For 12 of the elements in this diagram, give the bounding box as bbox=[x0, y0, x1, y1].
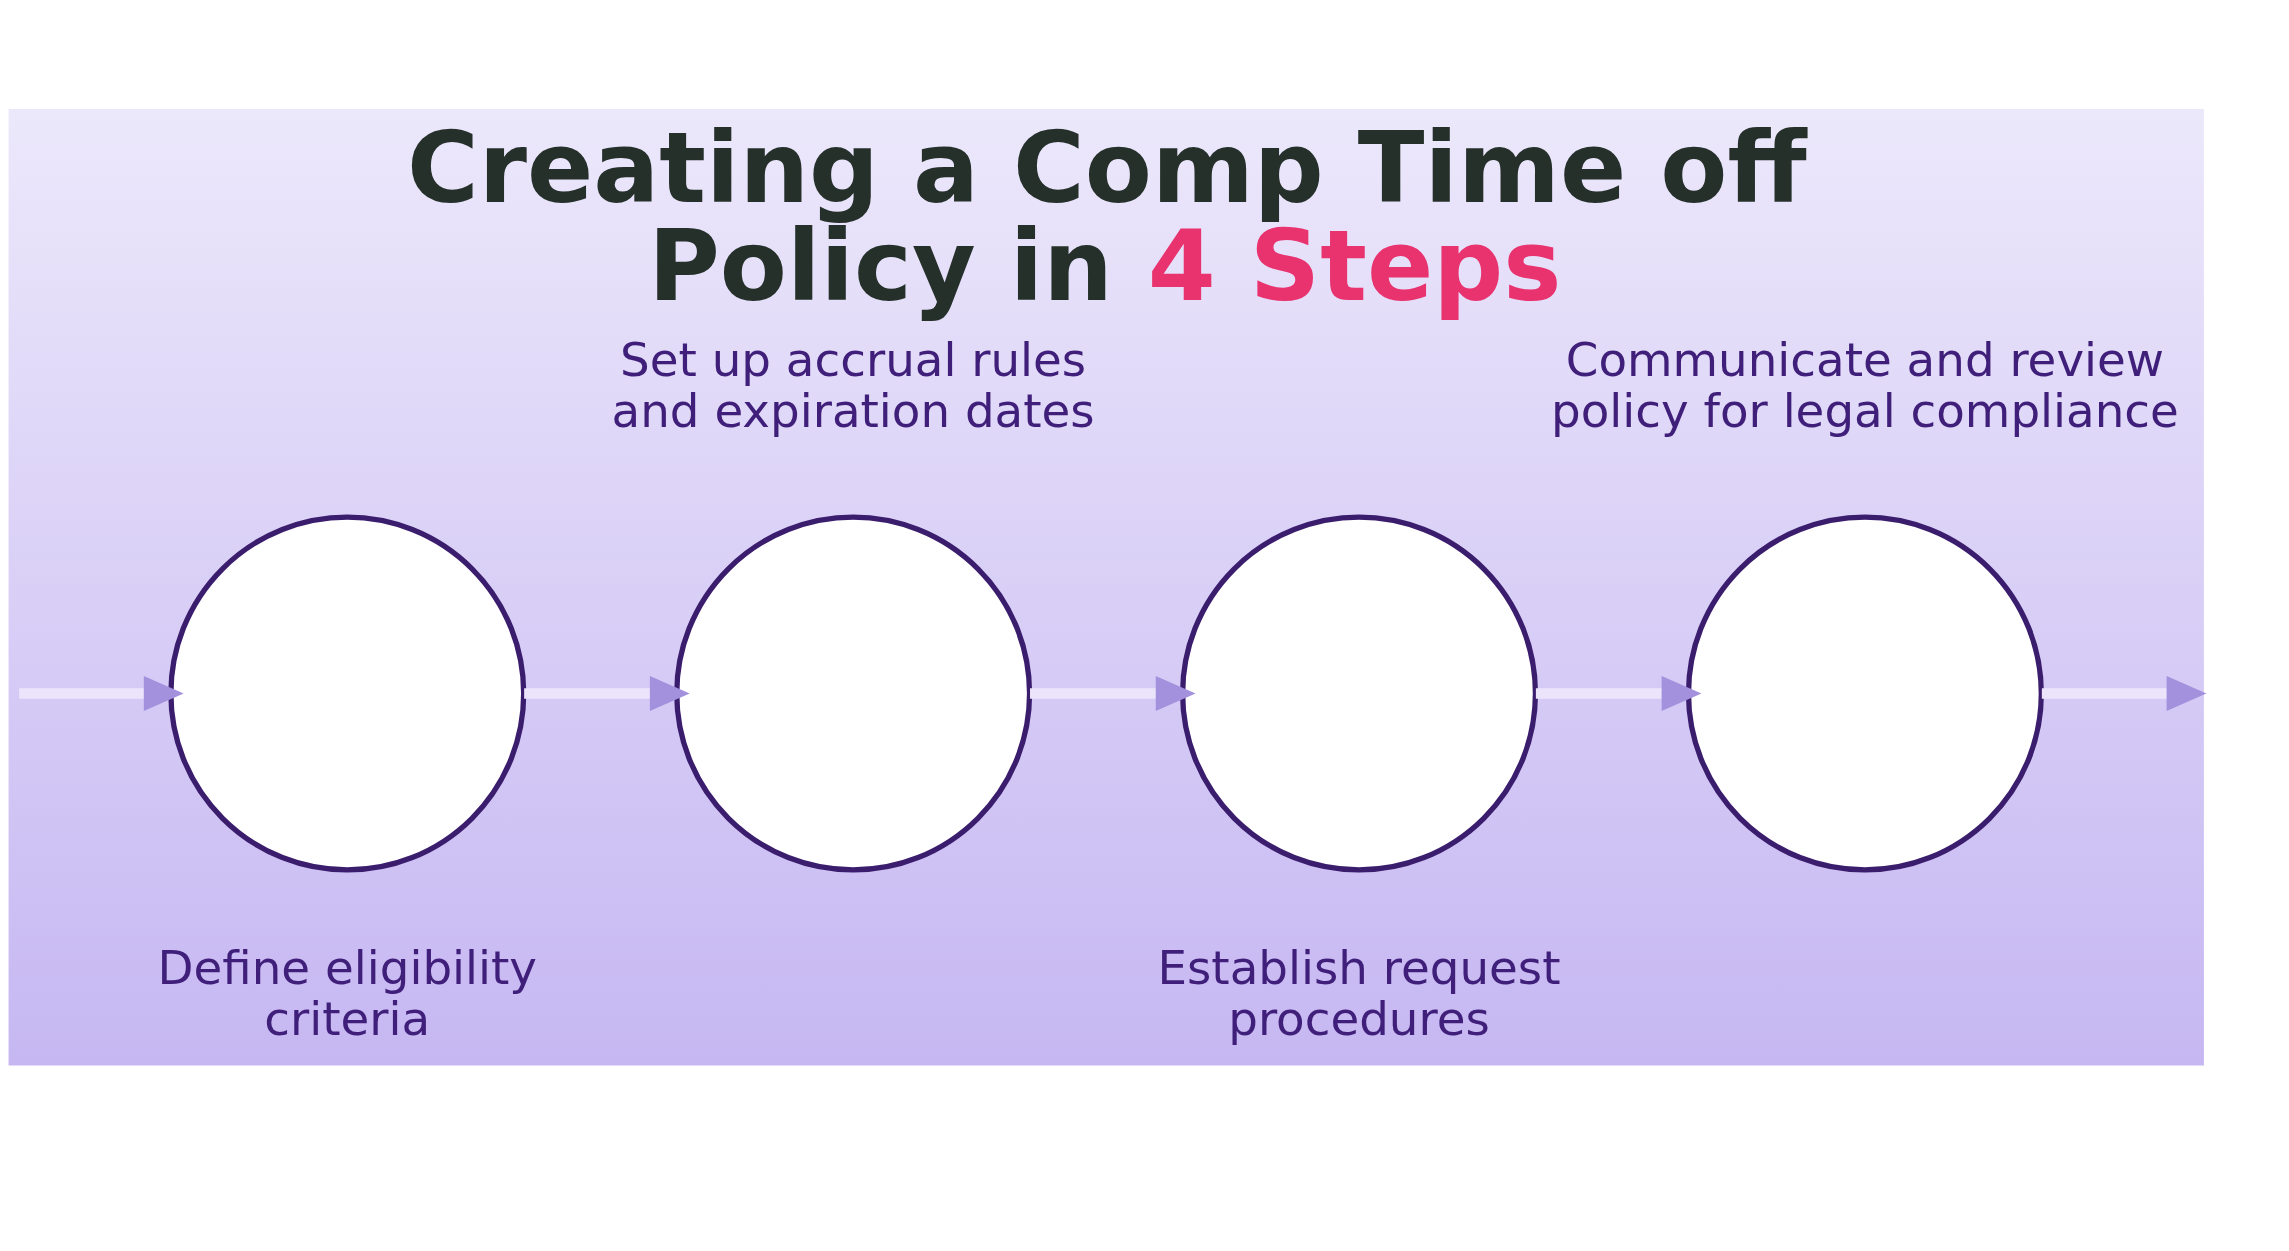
diagram-title: Creating a Comp Time off Policy in 4 Steps bbox=[406, 111, 1807, 323]
node-circle bbox=[168, 514, 527, 873]
arrow bbox=[1030, 676, 1196, 711]
node-label: Define eligibility criteria bbox=[157, 940, 538, 1046]
node-circle bbox=[1179, 514, 1539, 873]
node-label: Establish request procedures bbox=[1157, 940, 1561, 1046]
node-label: Set up accrual rules and expiration dates bbox=[611, 332, 1095, 438]
node-circle bbox=[674, 514, 1033, 873]
arrow bbox=[1535, 676, 1702, 711]
node-label: Communicate and review policy for legal compliance bbox=[1551, 332, 2179, 438]
node-circle bbox=[1685, 514, 2044, 873]
arrow bbox=[524, 676, 690, 711]
